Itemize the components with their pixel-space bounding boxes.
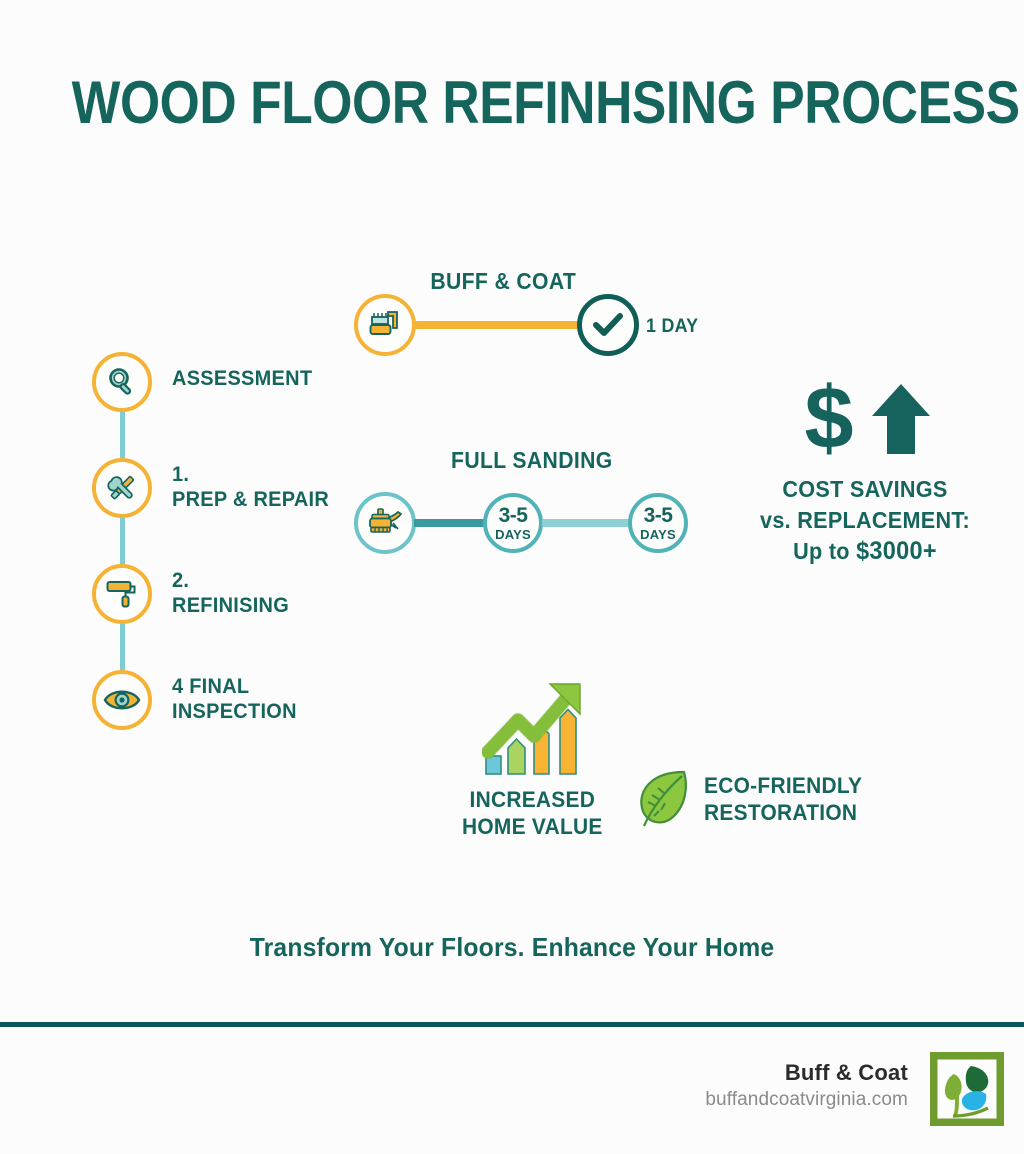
cost-savings-line1: COST SAVINGS	[782, 476, 948, 502]
footer: Buff & Coat buffandcoatvirginia.com	[0, 1048, 1024, 1148]
benefit-label: ECO-FRIENDLY RESTORATION	[704, 773, 863, 825]
step-label: ASSESSMENT	[172, 367, 313, 390]
benefit-eco-friendly-restoration: ECO-FRIENDLY RESTORATION	[634, 768, 871, 830]
up-arrow-icon	[872, 384, 930, 454]
footer-divider	[0, 1022, 1024, 1027]
benefit-label: INCREASED HOME VALUE	[462, 787, 603, 839]
paint-roller-icon	[106, 581, 136, 608]
step-prep-and-repair[interactable]: 1. PREP & REPAIR	[92, 458, 412, 564]
duration-circle[interactable]: 3-5 DAYS	[483, 493, 543, 553]
step-icon-circle	[92, 670, 152, 730]
footer-brand-name: Buff & Coat	[784, 1060, 908, 1085]
timeline-icon-circle[interactable]	[354, 492, 416, 554]
footer-website-url[interactable]: buffandcoatvirginia.com	[705, 1089, 908, 1110]
step-assessment[interactable]: ASSESSMENT	[92, 352, 412, 458]
step-label: 2. REFINISING	[172, 569, 290, 617]
check-icon	[593, 313, 623, 336]
duration-value: 3-5	[643, 504, 673, 527]
duration-circle[interactable]: 3-5 DAYS	[628, 493, 688, 553]
timeline-connector	[542, 519, 630, 527]
page-title: WOOD FLOOR REFINHSING PROCESS	[71, 69, 1020, 136]
step-icon-circle	[92, 352, 152, 412]
duration-value: 3-5	[498, 504, 528, 527]
benefit-increased-home-value: INCREASED HOME VALUE	[462, 676, 610, 840]
step-connector	[120, 624, 125, 670]
tools-icon	[107, 475, 135, 500]
floor-sander-icon	[369, 508, 403, 533]
magnifier-icon	[109, 368, 132, 395]
dollar-sign-icon: $	[805, 380, 854, 458]
step-label: 1. PREP & REPAIR	[172, 463, 330, 511]
cost-savings-block: $ COST SAVINGS vs. REPLACEMENT: Up to $3…	[735, 378, 995, 567]
step-final-inspection[interactable]: 4 FINAL INSPECTION	[92, 670, 412, 776]
cost-savings-line2: vs. REPLACEMENT:	[760, 507, 970, 533]
step-connector	[120, 412, 125, 458]
floor-buffer-icon	[369, 311, 398, 335]
step-refinising[interactable]: 2. REFINISING	[92, 564, 412, 670]
timeline-heading: FULL SANDING	[451, 447, 613, 473]
step-label: 4 FINAL INSPECTION	[172, 675, 297, 723]
cost-savings-amount: $3000+	[856, 537, 937, 565]
process-steps-list: ASSESSMENT 1. PREP & REPAIR	[92, 352, 412, 776]
buff-and-coat-leaf-logo	[930, 1052, 1004, 1126]
cost-savings-line3: Up to $3000+	[743, 536, 987, 567]
growth-chart-icon	[482, 683, 581, 775]
duration-unit: DAYS	[640, 527, 676, 542]
timeline-heading: BUFF & COAT	[430, 268, 577, 294]
step-icon-circle	[92, 564, 152, 624]
timeline-connector	[414, 519, 484, 527]
leaf-icon	[640, 770, 687, 827]
duration-unit: DAYS	[495, 527, 531, 542]
cost-savings-prefix: Up to	[793, 538, 857, 564]
completion-circle[interactable]	[577, 294, 639, 356]
timeline-icon-circle[interactable]	[354, 294, 416, 356]
cost-savings-text: COST SAVINGS vs. REPLACEMENT: Up to $300…	[743, 474, 987, 567]
step-icon-circle	[92, 458, 152, 518]
timeline-duration-label: 1 DAY	[646, 316, 699, 337]
svg-text:$: $	[805, 380, 854, 458]
footer-text: Buff & Coat buffandcoatvirginia.com	[705, 1060, 908, 1111]
step-connector	[120, 518, 125, 564]
timeline-connector	[414, 321, 581, 329]
cost-savings-icons: $	[735, 378, 995, 458]
eye-icon	[103, 690, 141, 710]
tagline: Transform Your Floors. Enhance Your Home	[249, 932, 775, 962]
